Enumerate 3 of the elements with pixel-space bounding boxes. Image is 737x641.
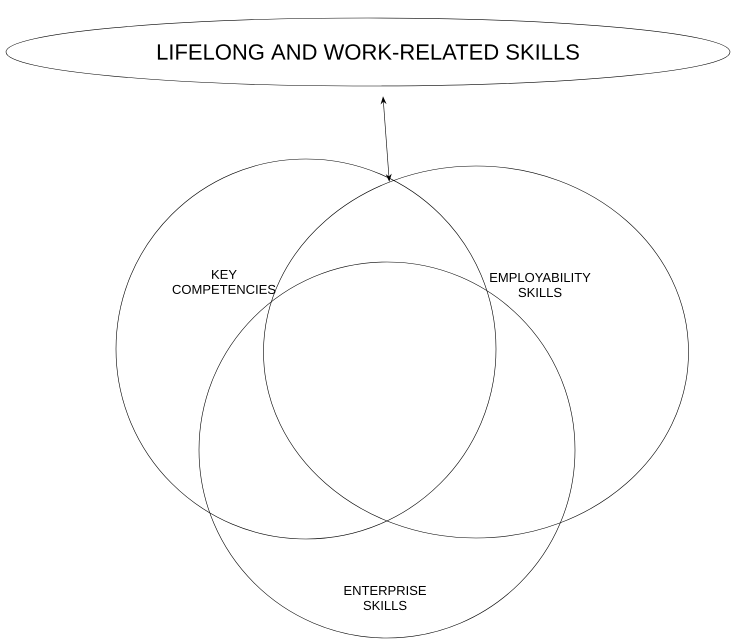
circle-label: KEY COMPETENCIES xyxy=(172,270,276,294)
circle-label: EMPLOYABILITY SKILLS xyxy=(490,272,591,298)
circle-label: ENTERPRISE SKILLS xyxy=(344,586,426,610)
